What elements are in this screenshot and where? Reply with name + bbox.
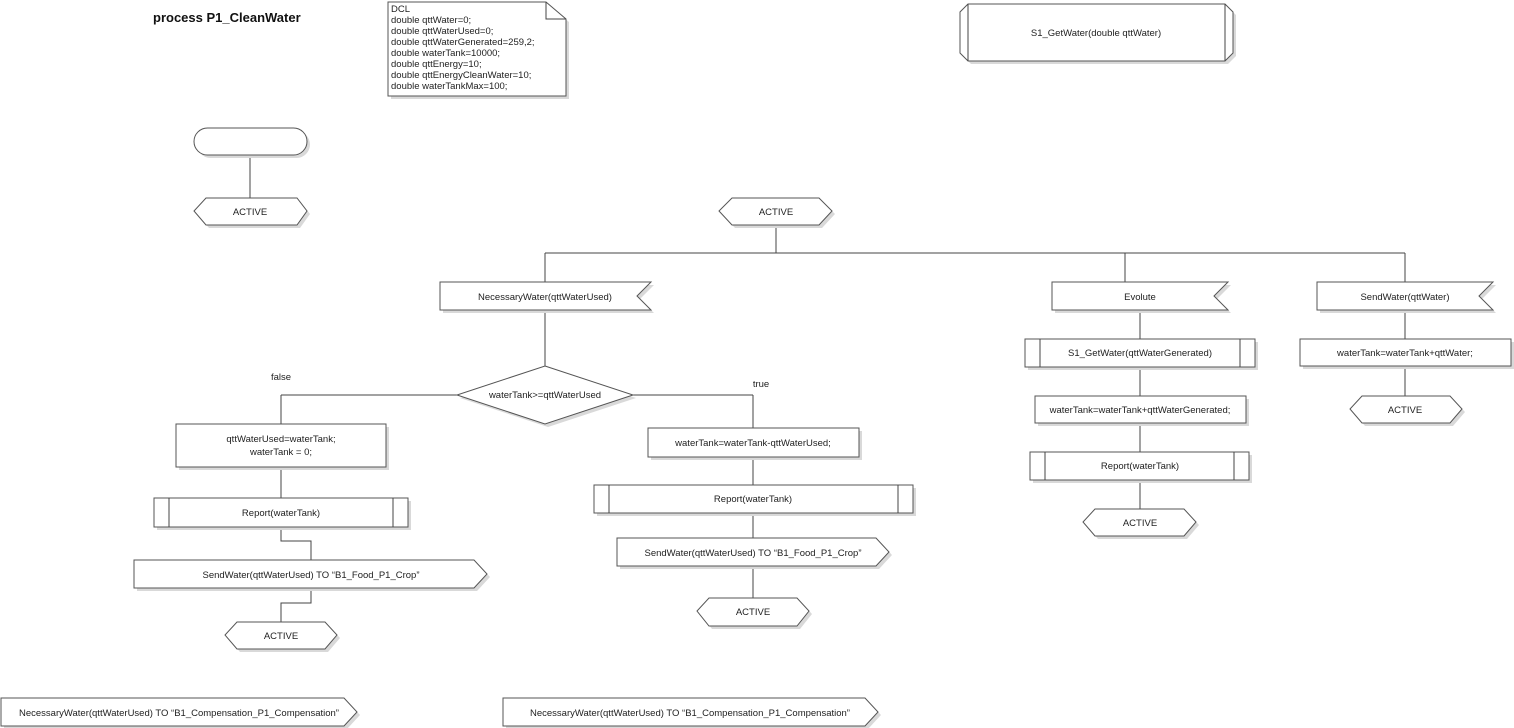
signal-label: NecessaryWater(qttWaterUsed) (478, 292, 612, 303)
connectors (249, 155, 1406, 622)
branch-false-label: false (271, 372, 291, 383)
dcl-line: double qttWaterUsed=0; (391, 26, 493, 37)
output-label: SendWater(qttWaterUsed) TO “B1_Food_P1_C… (644, 548, 861, 559)
task-evolute: waterTank=waterTank+qttWaterGenerated; (1034, 395, 1249, 426)
branch-true-label: true (753, 379, 769, 390)
call-label: S1_GetWater(qttWaterGenerated) (1068, 348, 1212, 359)
task-line: waterTank=waterTank+qttWaterGenerated; (1049, 405, 1231, 416)
dcl-line: DCL (391, 4, 410, 15)
output-send-water-true: SendWater(qttWaterUsed) TO “B1_Food_P1_C… (616, 537, 892, 569)
decision-water-tank: waterTank>=qttWaterUsed (455, 365, 636, 427)
state-label: ACTIVE (233, 207, 267, 218)
call-label: Report(waterTank) (242, 508, 320, 519)
decision-label: waterTank>=qttWaterUsed (488, 390, 601, 401)
state-active-1: ACTIVE (193, 197, 310, 228)
task-send-water: waterTank=waterTank+qttWater; (1299, 338, 1514, 369)
state-active-false: ACTIVE (224, 621, 340, 652)
input-evolute: Evolute (1051, 281, 1231, 313)
call-label: Report(waterTank) (714, 494, 792, 505)
task-false-branch: qttWaterUsed=waterTank; waterTank = 0; (175, 423, 389, 470)
call-report-evolute: Report(waterTank) (1029, 451, 1252, 483)
signal-label: SendWater(qttWater) (1360, 292, 1449, 303)
procedure-header: S1_GetWater(double qttWater) (959, 3, 1236, 64)
output-label: NecessaryWater(qttWaterUsed) TO “B1_Comp… (19, 708, 339, 719)
task-line: waterTank=waterTank-qttWaterUsed; (674, 438, 831, 449)
task-true-branch: waterTank=waterTank-qttWaterUsed; (647, 427, 862, 460)
state-active-main: ACTIVE (718, 197, 835, 228)
output-compensation-mid: NecessaryWater(qttWaterUsed) TO “B1_Comp… (502, 697, 881, 728)
task-line: waterTank = 0; (249, 447, 312, 458)
dcl-line: double qttWater=0; (391, 15, 471, 26)
dcl-line: double qttEnergyCleanWater=10; (391, 70, 531, 81)
dcl-line: double waterTankMax=100; (391, 81, 507, 92)
output-compensation-left: NecessaryWater(qttWaterUsed) TO “B1_Comp… (0, 697, 360, 728)
state-label: ACTIVE (759, 207, 793, 218)
task-line: waterTank=waterTank+qttWater; (1336, 348, 1473, 359)
call-report-false: Report(waterTank) (153, 497, 411, 530)
dcl-note: DCL double qttWater=0; double qttWaterUs… (387, 1, 569, 99)
state-label: ACTIVE (1388, 405, 1422, 416)
call-report-true: Report(waterTank) (593, 484, 916, 516)
signal-label: Evolute (1124, 292, 1156, 303)
procedure-label: S1_GetWater(double qttWater) (1031, 28, 1161, 39)
output-label: NecessaryWater(qttWaterUsed) TO “B1_Comp… (530, 708, 850, 719)
state-label: ACTIVE (736, 607, 770, 618)
state-label: ACTIVE (264, 631, 298, 642)
dcl-line: double qttWaterGenerated=259,2; (391, 37, 535, 48)
input-necessary-water: NecessaryWater(qttWaterUsed) (439, 281, 654, 313)
state-active-send: ACTIVE (1349, 395, 1465, 426)
call-label: Report(waterTank) (1101, 461, 1179, 472)
output-send-water-false: SendWater(qttWaterUsed) TO “B1_Food_P1_C… (133, 559, 490, 591)
input-send-water: SendWater(qttWater) (1316, 281, 1496, 313)
state-active-evolute: ACTIVE (1082, 508, 1199, 539)
state-active-true: ACTIVE (696, 597, 812, 629)
dcl-line: double waterTank=10000; (391, 48, 500, 59)
task-line: qttWaterUsed=waterTank; (226, 434, 335, 445)
start-symbol (193, 127, 310, 158)
output-label: SendWater(qttWaterUsed) TO “B1_Food_P1_C… (202, 570, 419, 581)
call-get-water: S1_GetWater(qttWaterGenerated) (1024, 338, 1258, 370)
dcl-line: double qttEnergy=10; (391, 59, 482, 70)
process-title: process P1_CleanWater (153, 10, 301, 25)
state-label: ACTIVE (1123, 518, 1157, 529)
